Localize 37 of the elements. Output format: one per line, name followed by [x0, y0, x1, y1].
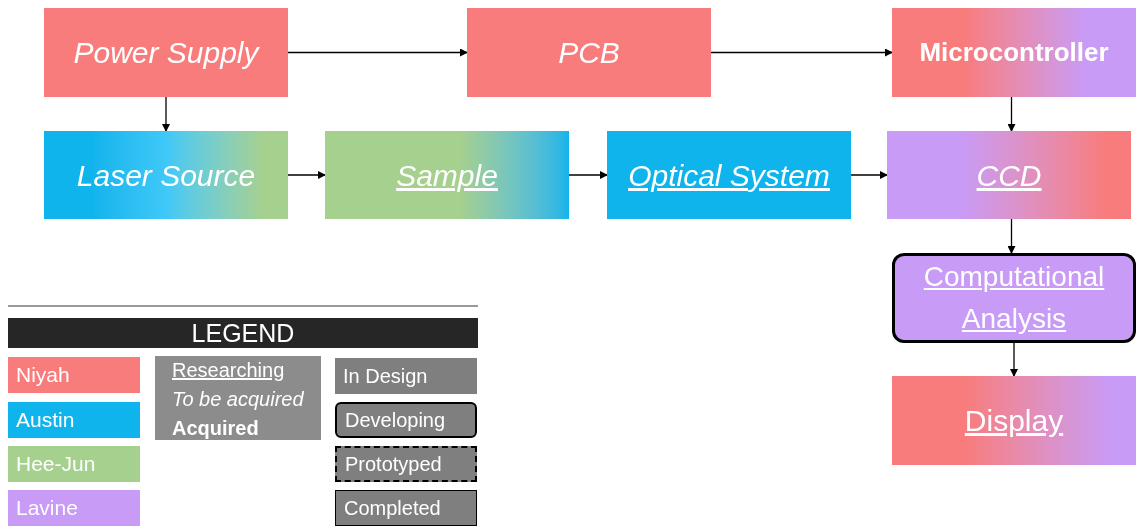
box-label: Laser Source	[76, 157, 256, 194]
process-box	[44, 131, 288, 219]
box-label: Display	[964, 403, 1064, 439]
arrow	[162, 96, 170, 132]
arrow	[1007, 96, 1016, 132]
process-box	[325, 131, 569, 219]
legend-text: Austin	[16, 407, 75, 434]
arrow	[850, 171, 888, 179]
arrow	[1010, 342, 1018, 377]
legend-text: Lavine	[16, 495, 78, 522]
box-label: Power Supply	[73, 35, 259, 71]
box-label: PCB	[558, 35, 620, 71]
status-box: Developing	[335, 402, 477, 438]
arrow	[287, 48, 468, 57]
legend-text: To be acquired	[171, 387, 305, 411]
arrow	[568, 171, 608, 179]
process-box	[887, 131, 1131, 219]
arrow	[287, 171, 326, 179]
status-box: Prototyped	[335, 446, 477, 482]
legend-text: Hee-Jun	[16, 451, 96, 478]
box-label: Optical System	[628, 157, 830, 194]
status-box: In Design	[335, 358, 477, 394]
arrow	[1007, 218, 1016, 254]
process-box	[892, 253, 1136, 343]
legend-header: LEGEND	[8, 318, 478, 348]
legend-text: Acquired	[171, 416, 260, 440]
process-box	[892, 376, 1136, 465]
legend-text: Researching	[171, 358, 286, 382]
legend-text: Niyah	[16, 362, 70, 389]
box-label: Computational Analysis	[922, 260, 1106, 336]
status-box: Completed	[335, 490, 477, 526]
process-box	[607, 131, 851, 219]
box-label: CCD	[976, 157, 1042, 194]
process-box	[467, 8, 711, 97]
arrow	[710, 48, 893, 57]
process-box	[44, 8, 288, 97]
box-label: Sample	[396, 157, 498, 194]
